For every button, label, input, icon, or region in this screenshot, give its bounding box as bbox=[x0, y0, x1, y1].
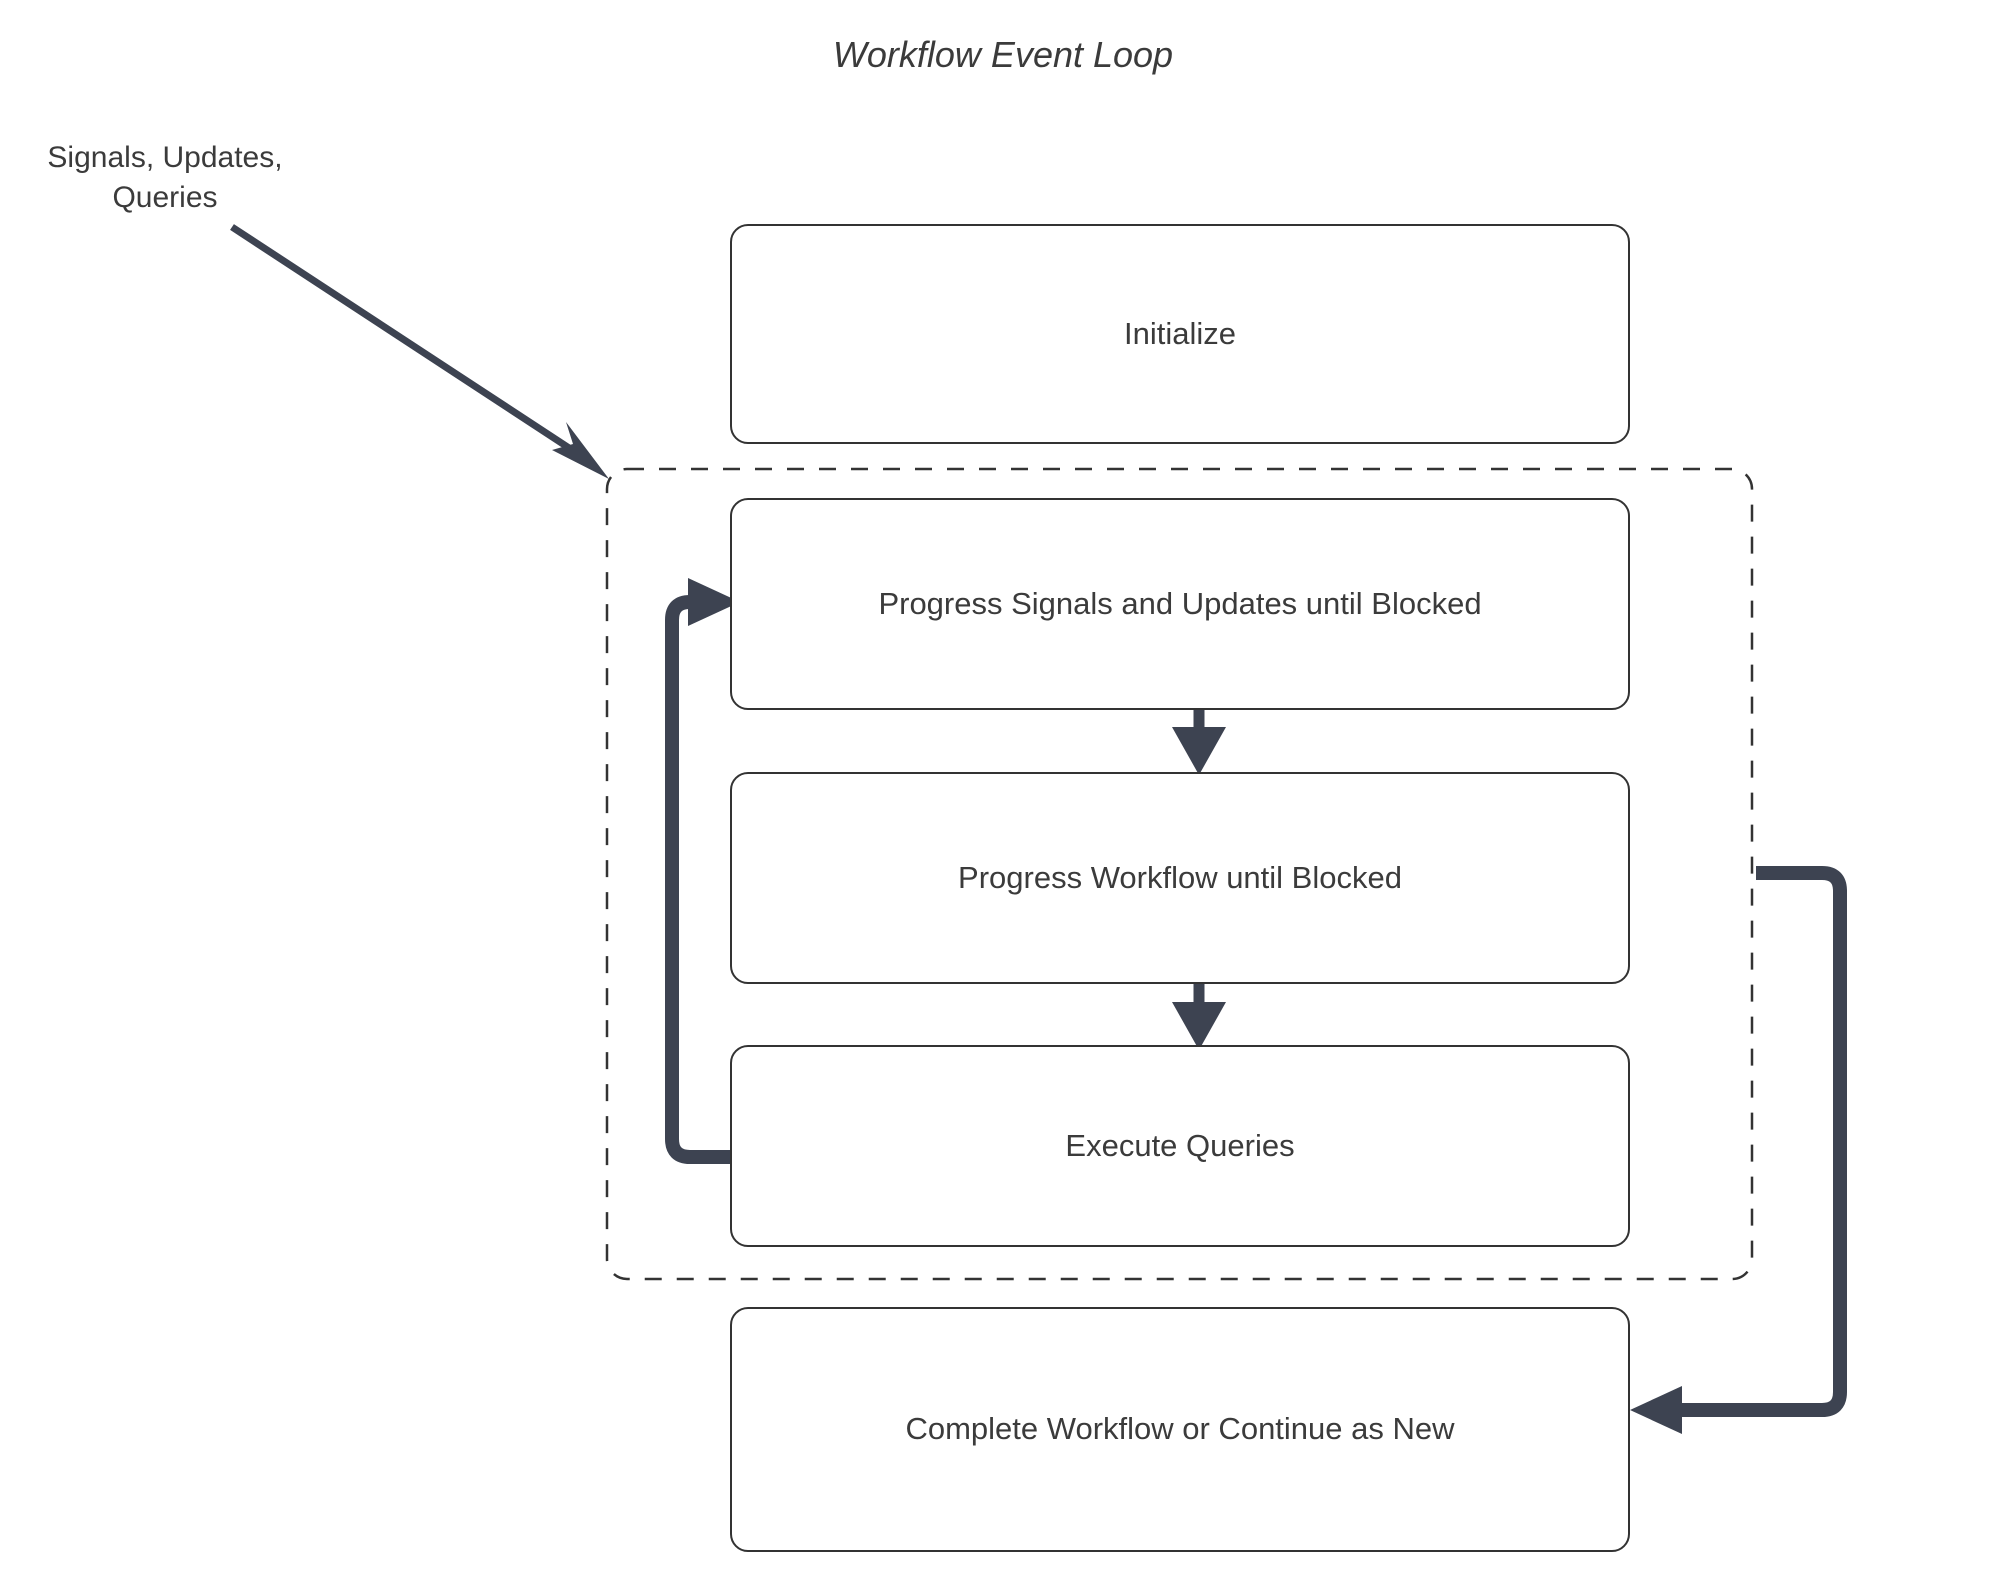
node-complete-workflow-label: Complete Workflow or Continue as New bbox=[905, 1411, 1455, 1447]
node-progress-signals-label: Progress Signals and Updates until Block… bbox=[878, 585, 1482, 621]
arrow-signals-to-workflow bbox=[1172, 708, 1226, 775]
external-input-arrow bbox=[230, 224, 609, 479]
node-progress-workflow-label: Progress Workflow until Blocked bbox=[958, 859, 1402, 895]
node-progress-workflow[interactable]: Progress Workflow until Blocked bbox=[730, 772, 1630, 984]
event-loop-dashed-container bbox=[605, 467, 1754, 1281]
node-complete-workflow[interactable]: Complete Workflow or Continue as New bbox=[730, 1307, 1630, 1552]
arrow-loopback-left bbox=[665, 578, 740, 1164]
external-input-label: Signals, Updates, Queries bbox=[47, 141, 283, 214]
arrow-loop-to-complete bbox=[1630, 866, 1847, 1434]
node-initialize[interactable]: Initialize bbox=[730, 224, 1630, 444]
arrow-workflow-to-queries bbox=[1172, 983, 1226, 1050]
node-initialize-label: Initialize bbox=[1124, 315, 1236, 351]
node-execute-queries[interactable]: Execute Queries bbox=[730, 1045, 1630, 1247]
node-progress-signals[interactable]: Progress Signals and Updates until Block… bbox=[730, 498, 1630, 710]
node-execute-queries-label: Execute Queries bbox=[1065, 1127, 1295, 1163]
page-title: Workflow Event Loop bbox=[832, 34, 1174, 75]
